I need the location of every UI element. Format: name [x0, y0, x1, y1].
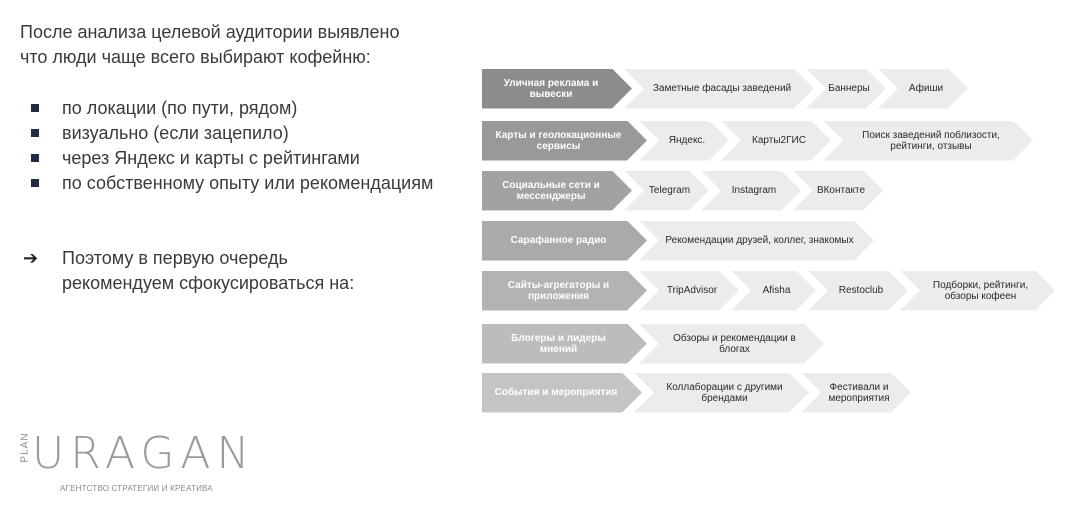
channel-item: Поиск заведений поблизости, рейтинги, от… [823, 121, 1033, 161]
channel-item: ВКонтакте [793, 171, 883, 211]
channel-name: Карты и геолокационные сервисы [482, 121, 647, 161]
bullet-item: по собственному опыту или рекомендациям [20, 171, 440, 196]
logo-side-text: PLAN [19, 432, 31, 463]
square-bullet-icon [31, 104, 39, 112]
bullet-list: по локации (по пути, рядом) визуально (е… [20, 96, 440, 196]
intro-text: После анализа целевой аудитории выявлено… [20, 20, 440, 70]
bullet-text: по локации (по пути, рядом) [62, 98, 298, 118]
channel-item: TripAdvisor [639, 271, 739, 311]
bullet-item: по локации (по пути, рядом) [20, 96, 440, 121]
channel-item: Instagram [701, 171, 801, 211]
bullet-text: по собственному опыту или рекомендациям [62, 173, 434, 193]
channel-item: Заметные фасады заведений [624, 69, 814, 109]
channel-item: Подборки, рейтинги, обзоры кофеен [900, 271, 1055, 311]
bullet-text: через Яндекс и карты с рейтингами [62, 148, 360, 168]
logo: PLAN URAGAN АГЕНТСТВО СТРАТЕГИИ И КРЕАТИ… [18, 428, 258, 497]
conclusion-line-2: рекомендуем сфокусироваться на: [62, 273, 355, 293]
channel-item: Afisha [731, 271, 816, 311]
conclusion-line-1: Поэтому в первую очередь [62, 248, 288, 268]
channel-name: Сайты-агрегаторы и приложения [482, 271, 647, 311]
bullet-item: визуально (если зацепило) [20, 121, 440, 146]
logo-tagline: АГЕНТСТВО СТРАТЕГИИ И КРЕАТИВА [60, 484, 213, 493]
square-bullet-icon [31, 154, 39, 162]
channel-item: Restoclub [808, 271, 908, 311]
bullet-item: через Яндекс и карты с рейтингами [20, 146, 440, 171]
intro-line-2: что люди чаще всего выбирают кофейню: [20, 47, 371, 67]
channel-item: Афиши [878, 69, 968, 109]
channel-item: Обзоры и рекомендации в блогах [639, 324, 824, 364]
channel-item: Рекомендации друзей, коллег, знакомых [639, 221, 874, 261]
square-bullet-icon [31, 179, 39, 187]
channel-item: Карты2ГИС [721, 121, 831, 161]
channel-name: События и мероприятия [482, 373, 642, 413]
arrow-right-icon: ➔ [23, 248, 39, 268]
intro-line-1: После анализа целевой аудитории выявлено [20, 22, 400, 42]
channel-item: Telegram [624, 171, 709, 211]
channel-name: Социальные сети и мессенджеры [482, 171, 632, 211]
channel-name: Блогеры и лидеры мнений [482, 324, 647, 364]
channel-item: Коллаборации с другими брендами [634, 373, 809, 413]
bullet-text: визуально (если зацепило) [62, 123, 289, 143]
channel-item: Баннеры [806, 69, 886, 109]
channel-item: Фестивали и мероприятия [801, 373, 911, 413]
conclusion: ➔ Поэтому в первую очередь рекомендуем с… [20, 246, 440, 296]
square-bullet-icon [31, 129, 39, 137]
logo-wordmark: URAGAN [32, 428, 256, 479]
channel-name: Сарафанное радио [482, 221, 647, 261]
channel-name: Уличная реклама и вывески [482, 69, 632, 109]
channel-item: Яндекс. [639, 121, 729, 161]
